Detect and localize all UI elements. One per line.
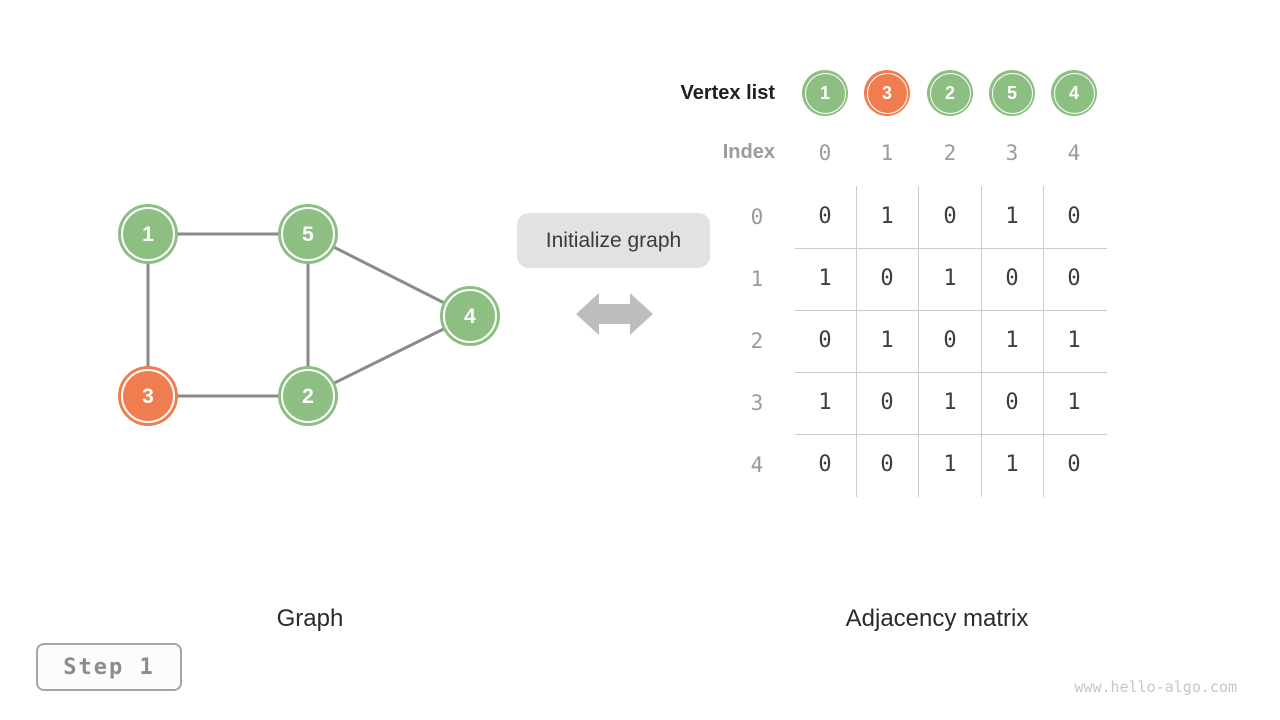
graph-node-1: 1 <box>118 204 178 264</box>
vertex-circle-label: 3 <box>881 83 892 103</box>
vertex-circle-label: 1 <box>819 83 830 103</box>
index-label: Index <box>722 141 775 163</box>
matrix-row-label: 4 <box>750 453 764 477</box>
matrix-cell: 0 <box>1067 204 1081 229</box>
step-badge[interactable]: Step 1 <box>36 643 182 691</box>
grid-vline <box>1043 186 1044 497</box>
vertex-circle-label: 5 <box>1006 83 1017 103</box>
vertex-circle-4: 4 <box>1051 70 1097 116</box>
vertex-circle-3: 3 <box>864 70 910 116</box>
vertex-circle-5: 5 <box>989 70 1035 116</box>
matrix-row-label: 0 <box>750 205 764 229</box>
index-value: 1 <box>880 141 894 165</box>
grid-vline <box>981 186 982 497</box>
matrix-row-label: 3 <box>750 391 764 415</box>
vertex-list-label: Vertex list <box>680 82 775 104</box>
matrix-cell: 0 <box>880 452 894 477</box>
matrix-cell: 0 <box>943 204 957 229</box>
matrix-cell: 0 <box>1005 266 1019 291</box>
graph-node-label: 3 <box>142 384 154 408</box>
matrix-cell: 1 <box>818 266 832 291</box>
watermark-url: www.hello-algo.com <box>1074 678 1237 696</box>
graph-caption: Graph <box>276 605 344 632</box>
matrix-cell: 0 <box>880 266 894 291</box>
index-value: 0 <box>818 141 832 165</box>
matrix-cell: 1 <box>943 452 957 477</box>
matrix-cell: 1 <box>1005 452 1019 477</box>
matrix-row-label: 1 <box>750 267 764 291</box>
matrix-cell: 0 <box>818 452 832 477</box>
matrix-cell: 1 <box>880 328 894 353</box>
matrix-cell: 0 <box>818 328 832 353</box>
matrix-cell: 1 <box>1005 328 1019 353</box>
matrix-row-label: 2 <box>750 329 764 353</box>
matrix-cell: 0 <box>880 390 894 415</box>
adjacency-matrix-caption: Adjacency matrix <box>845 605 1029 632</box>
matrix-cell: 1 <box>818 390 832 415</box>
vertex-circle-label: 2 <box>944 83 955 103</box>
grid-vline <box>918 186 919 497</box>
graph-node-4: 4 <box>440 286 500 346</box>
index-value: 3 <box>1005 141 1019 165</box>
matrix-cell: 1 <box>943 390 957 415</box>
matrix-cell: 0 <box>1067 266 1081 291</box>
matrix-cell: 0 <box>818 204 832 229</box>
graph-node-label: 4 <box>464 304 476 328</box>
vertex-circle-2: 2 <box>927 70 973 116</box>
matrix-cell: 1 <box>1005 204 1019 229</box>
vertex-circle-1: 1 <box>802 70 848 116</box>
double-arrow-icon <box>576 290 653 339</box>
matrix-cell: 0 <box>943 328 957 353</box>
grid-hline <box>795 248 1107 249</box>
matrix-cell: 1 <box>880 204 894 229</box>
grid-vline <box>856 186 857 497</box>
graph-node-label: 5 <box>302 222 314 246</box>
matrix-cell: 0 <box>1005 390 1019 415</box>
matrix-cell: 1 <box>1067 328 1081 353</box>
graph-node-2: 2 <box>278 366 338 426</box>
index-value: 4 <box>1067 141 1081 165</box>
graph-node-label: 1 <box>142 222 154 246</box>
graph-node-5: 5 <box>278 204 338 264</box>
grid-hline <box>795 434 1107 435</box>
vertex-circle-label: 4 <box>1068 83 1079 103</box>
graph-edges <box>146 232 471 398</box>
initialize-graph-label: Initialize graph <box>517 213 710 268</box>
matrix-cell: 1 <box>1067 390 1081 415</box>
index-value: 2 <box>943 141 957 165</box>
graph-node-3: 3 <box>118 366 178 426</box>
matrix-cell: 1 <box>943 266 957 291</box>
grid-hline <box>795 372 1107 373</box>
grid-hline <box>795 310 1107 311</box>
graph-node-label: 2 <box>302 384 314 408</box>
matrix-cell: 0 <box>1067 452 1081 477</box>
